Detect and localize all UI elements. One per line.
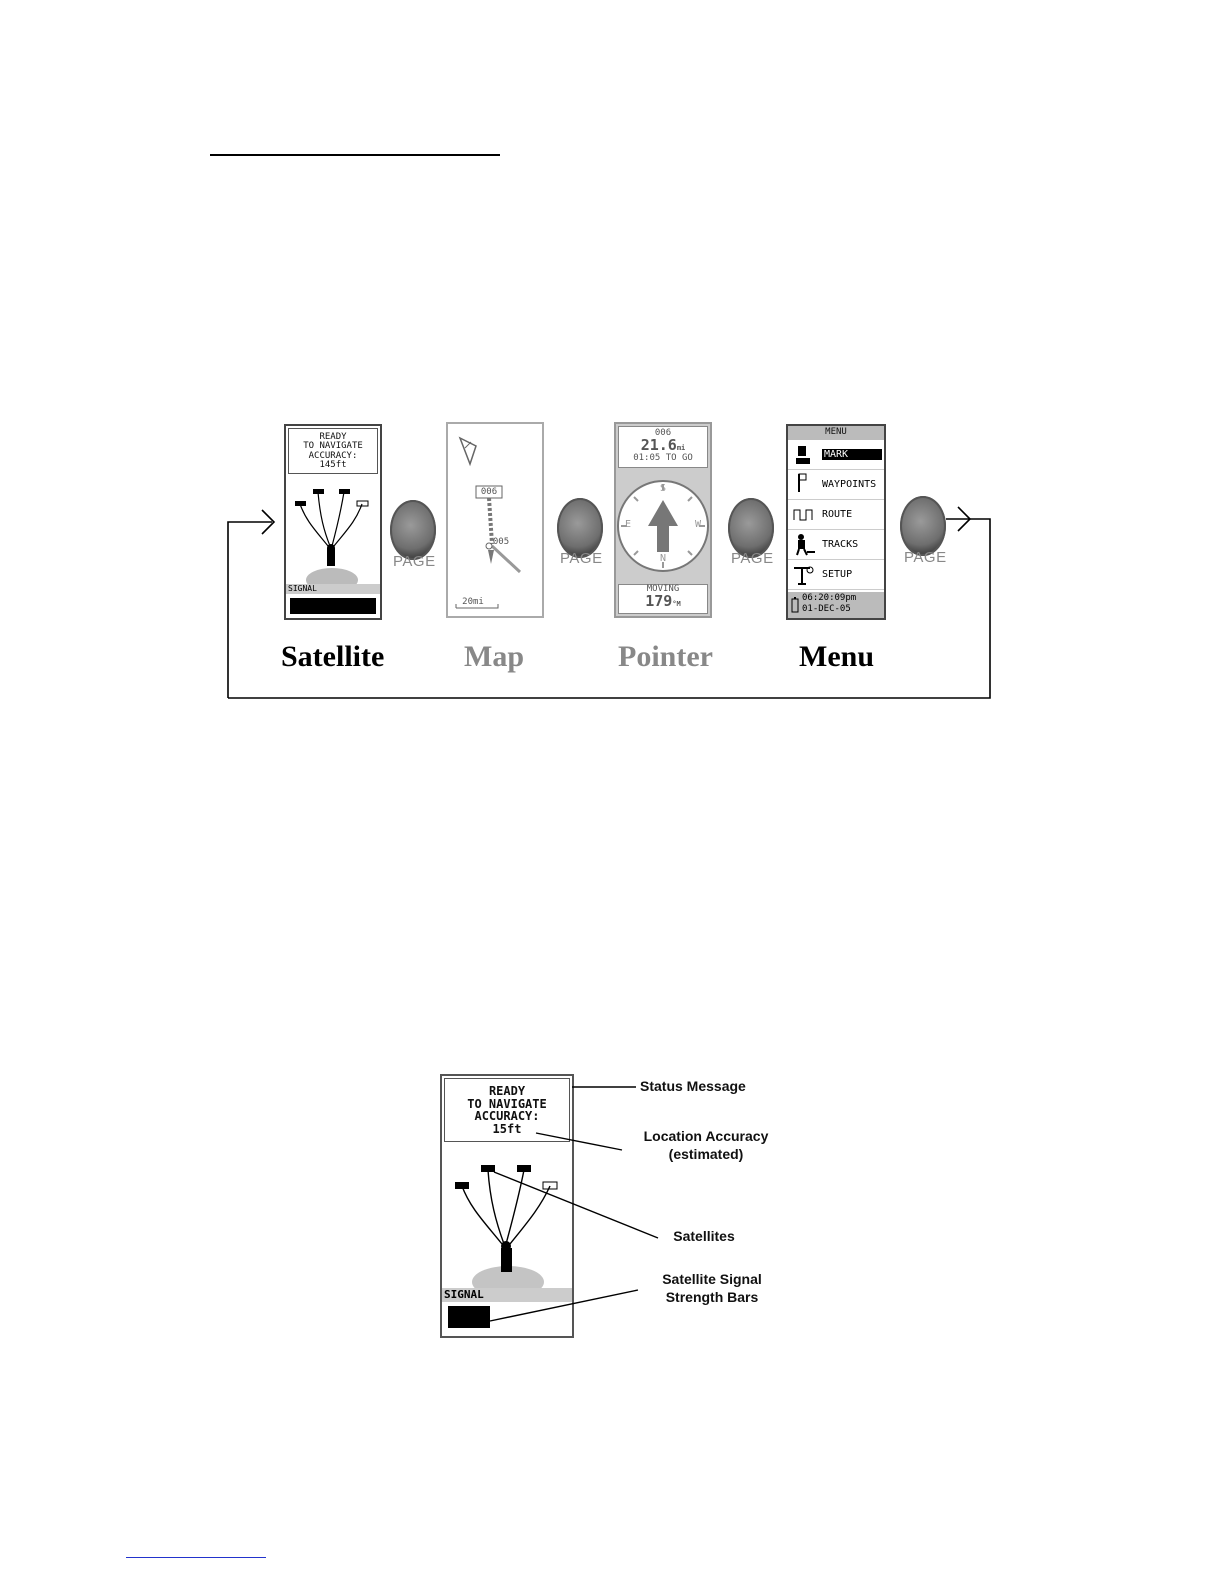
menu-item-waypoints[interactable]: WAYPOINTS [788, 470, 884, 500]
pointer-arrow-icon [648, 500, 678, 552]
signal-bar-area: SIGNAL [442, 1288, 572, 1302]
clock-time: 06:20:09pm [802, 593, 857, 603]
caption-map: Map [464, 640, 524, 673]
page-button-label: PAGE [904, 549, 947, 566]
satellite-screen-detail: READY TO NAVIGATE ACCURACY: 15ft SIGNAL [440, 1074, 574, 1338]
compass-west: W [694, 519, 702, 530]
status-line: TO NAVIGATE [467, 1096, 547, 1111]
status-message-box: READY TO NAVIGATE ACCURACY: 15ft [444, 1078, 570, 1142]
signal-label: SIGNAL [288, 584, 317, 593]
route-icon [793, 509, 813, 521]
status-line: READY [488, 1084, 526, 1098]
annotation-line: Strength Bars [665, 1288, 759, 1305]
status-line: TO NAVIGATE [303, 441, 363, 452]
clock-date: 01-DEC-05 [802, 604, 851, 614]
annotation-status-message: Status Message [640, 1078, 746, 1094]
signal-bar-area: SIGNAL [286, 584, 380, 594]
compass-graphic [617, 480, 709, 572]
distance-value: 21.6 [640, 436, 677, 455]
map-scale: 20mi [462, 597, 484, 607]
heading-unit: °M [672, 600, 681, 609]
signal-strength-bars [448, 1306, 490, 1328]
menu-item-label: WAYPOINTS [822, 479, 877, 490]
caption-satellite: Satellite [281, 640, 385, 673]
annotation-line: Satellite Signal [662, 1271, 762, 1287]
status-line: READY [319, 432, 347, 442]
page-button[interactable] [390, 500, 436, 560]
status-line: ACCURACY: [474, 1109, 540, 1124]
annotation-line: (estimated) [668, 1145, 744, 1162]
compass-east: E [624, 519, 632, 530]
mark-icon [796, 446, 810, 464]
waypoint-flag-icon [798, 473, 807, 492]
page-button[interactable] [728, 498, 774, 558]
caption-menu: Menu [799, 640, 874, 673]
compass-south: S [659, 483, 667, 494]
satellite-screen: READY TO NAVIGATE ACCURACY: 145ft SIGNAL [284, 424, 382, 620]
pointer-screen: 006 21.6mi 01:05 TO GO S E W N MOVING 17… [614, 422, 712, 618]
page-button-label: PAGE [560, 550, 603, 567]
time-to-go: 01:05 TO GO [633, 453, 693, 464]
north-arrow-icon [458, 436, 477, 467]
caption-pointer: Pointer [618, 640, 713, 673]
hiker-icon [796, 534, 815, 556]
heading-value: 179 [645, 592, 673, 611]
heading-underline [210, 154, 500, 156]
battery-icon [791, 597, 799, 613]
annotation-satellites: Satellites [673, 1228, 735, 1244]
annotation-location-accuracy: Location Accuracy (estimated) [626, 1128, 786, 1163]
pointer-footer: MOVING 179°M [618, 584, 708, 614]
menu-item-setup[interactable]: SETUP [788, 560, 884, 590]
menu-item-label: MARK [822, 449, 882, 460]
setup-icon [794, 566, 814, 585]
status-line: ACCURACY: [308, 450, 358, 461]
footnote-rule [126, 1557, 266, 1558]
status-message-box: READY TO NAVIGATE ACCURACY: 145ft [288, 428, 378, 474]
signal-label: SIGNAL [444, 1288, 484, 1301]
map-graphic [455, 436, 522, 609]
accuracy-value: 145ft [319, 460, 347, 471]
pointer-header: 006 21.6mi 01:05 TO GO [618, 426, 708, 468]
menu-status-bar: 06:20:09pm 01-DEC-05 [788, 592, 884, 618]
satellite-icon [455, 1165, 558, 1190]
menu-screen: MENU MARK WAYPOINTS ROUTE TRACKS SETUP 0… [786, 424, 886, 620]
motion-status: MOVING [646, 584, 680, 594]
track-label: 005 [492, 537, 510, 547]
accuracy-value: 15ft [492, 1121, 522, 1136]
annotation-signal-bars: Satellite Signal Strength Bars [640, 1271, 784, 1306]
menu-item-mark[interactable]: MARK [788, 440, 884, 470]
annotation-line: Location Accuracy [643, 1128, 769, 1144]
waypoint-name: 006 [654, 428, 672, 438]
menu-item-tracks[interactable]: TRACKS [788, 530, 884, 560]
page-cycle-connector [227, 506, 991, 699]
page-button[interactable] [557, 498, 603, 558]
compass-north: N [659, 553, 667, 564]
page-button[interactable] [900, 496, 946, 556]
page-button-label: PAGE [731, 550, 774, 567]
menu-item-label: ROUTE [822, 509, 853, 520]
satellite-icon [295, 489, 369, 507]
distance-unit: mi [676, 444, 686, 453]
page-button-label: PAGE [393, 553, 436, 570]
menu-item-route[interactable]: ROUTE [788, 500, 884, 530]
menu-item-label: SETUP [822, 569, 853, 580]
map-screen: 006 005 20mi [446, 422, 544, 618]
waypoint-label: 006 [480, 487, 498, 497]
menu-title: MENU [788, 426, 884, 440]
menu-item-label: TRACKS [822, 539, 859, 550]
signal-strength-bars [290, 598, 376, 614]
